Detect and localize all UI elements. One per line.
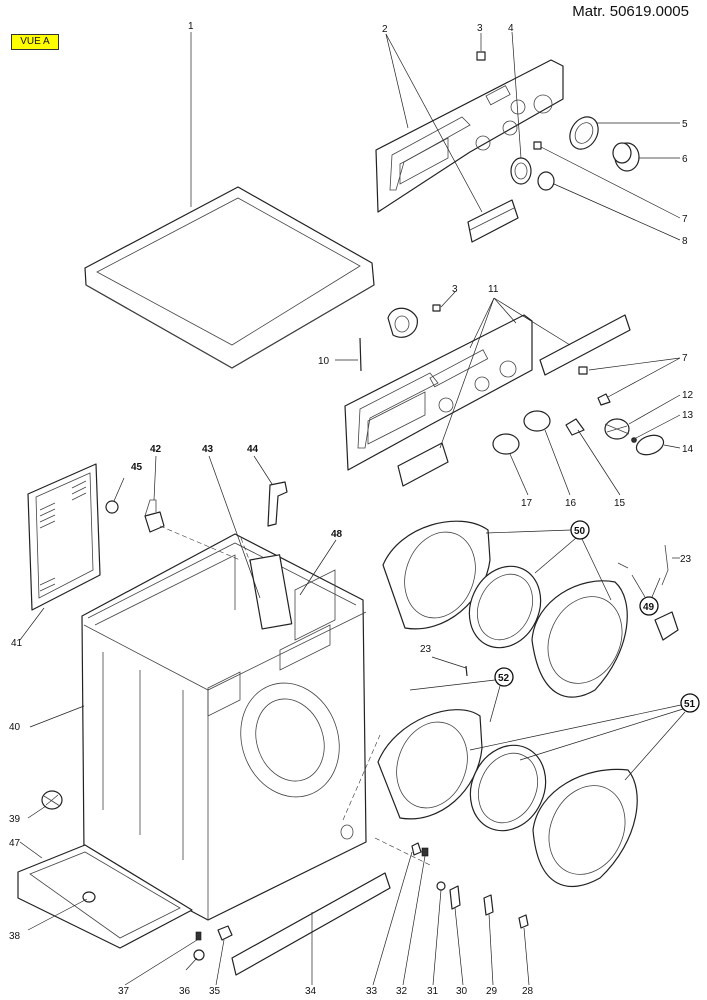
view-badge: VUE A [11, 34, 59, 50]
lock-parts [617, 544, 680, 641]
callout-14: 14 [682, 444, 694, 455]
callout-33: 33 [366, 986, 378, 997]
callout-16: 16 [565, 498, 577, 509]
callout-45: 45 [131, 462, 143, 473]
callout-10: 10 [318, 356, 330, 367]
callout-23b: 23 [420, 644, 432, 655]
internal-brackets [208, 455, 337, 599]
door-group-50 [382, 520, 628, 698]
callout-37: 37 [118, 986, 130, 997]
callout-41: 41 [11, 638, 23, 649]
seal-strip [335, 337, 362, 372]
callout-1: 1 [188, 21, 194, 32]
callout-5: 5 [682, 119, 688, 130]
bottom-small-parts [124, 837, 530, 986]
upper-control-panel [375, 33, 564, 243]
callout-47: 47 [9, 838, 21, 849]
callout-3b: 3 [452, 284, 458, 295]
callout-7a: 7 [682, 214, 688, 225]
callout-13: 13 [682, 410, 694, 421]
top-cover [84, 32, 375, 369]
callout-35: 35 [209, 986, 221, 997]
callout-30: 30 [456, 986, 468, 997]
model-number-title: Matr. 50619.0005 [572, 3, 689, 20]
callout-40: 40 [9, 722, 21, 733]
callout-50: 50 [574, 526, 586, 537]
callout-labels: 1 2 3 4 5 6 7 8 3 11 10 7 12 13 14 15 16… [9, 21, 696, 997]
callout-39: 39 [9, 814, 21, 825]
callout-7b: 7 [682, 353, 688, 364]
door-group-51 [342, 656, 700, 888]
callout-8: 8 [682, 236, 688, 247]
callout-15: 15 [614, 498, 626, 509]
callout-11: 11 [488, 284, 499, 295]
base-plinth [17, 841, 193, 949]
callout-32: 32 [396, 986, 408, 997]
callout-6: 6 [682, 154, 688, 165]
foot-part [27, 790, 63, 819]
callout-34: 34 [305, 986, 317, 997]
rear-panel [19, 463, 101, 641]
callout-36: 36 [179, 986, 191, 997]
hinge-parts [105, 455, 241, 561]
callout-4: 4 [508, 23, 514, 34]
callout-23a: 23 [680, 554, 692, 565]
upper-small-parts [476, 31, 681, 241]
callout-12: 12 [682, 390, 694, 401]
callout-42: 42 [150, 444, 162, 455]
callout-31: 31 [427, 986, 439, 997]
callout-29: 29 [486, 986, 498, 997]
callout-48: 48 [331, 529, 343, 540]
callout-51: 51 [684, 699, 696, 710]
callout-2: 2 [382, 24, 388, 35]
callout-44: 44 [247, 444, 259, 455]
lower-control-panel [344, 291, 631, 487]
cabinet [29, 533, 367, 921]
callout-3a: 3 [477, 23, 483, 34]
knobs-and-buttons [492, 357, 681, 496]
callout-52: 52 [498, 673, 510, 684]
callout-17: 17 [521, 498, 533, 509]
callout-38: 38 [9, 931, 21, 942]
callout-28: 28 [522, 986, 534, 997]
callout-49: 49 [643, 602, 655, 613]
callout-43: 43 [202, 444, 214, 455]
